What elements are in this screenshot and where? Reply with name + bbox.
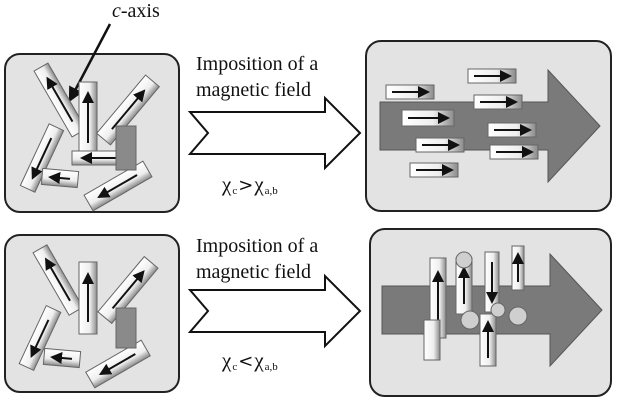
random-crystals-top: [19, 62, 161, 212]
field-arrow-bottom: [187, 273, 362, 349]
top-operator: >: [238, 175, 254, 196]
aligned-crystals-top: [385, 68, 539, 178]
top-sub-left: c: [232, 185, 238, 197]
top-chi-right: χ: [254, 172, 264, 196]
random-crystals-bottom: [18, 244, 159, 389]
c-axis-pointer: [68, 23, 112, 103]
c-axis-label: c-axis: [112, 0, 160, 22]
top-sub-right: a,b: [264, 185, 278, 197]
bottom-caption-line1: Imposition of a: [196, 235, 319, 257]
top-caption-line2: magnetic field: [196, 79, 311, 101]
top-condition: χc>χa,b: [222, 172, 278, 203]
bottom-chi-left: χ: [222, 348, 232, 372]
top-chi-left: χ: [222, 172, 232, 196]
field-arrow-top: [187, 95, 362, 171]
bottom-caption-line2: magnetic field: [196, 261, 311, 283]
perpendicular-crystals-bottom: [423, 245, 528, 367]
top-caption-line1: Imposition of a: [196, 53, 319, 75]
bottom-chi-right: χ: [254, 348, 264, 372]
bottom-sub-left: c: [232, 361, 238, 373]
c-axis-label-prefix: c: [112, 0, 121, 22]
c-axis-label-suffix: -axis: [120, 0, 160, 22]
bottom-operator: <: [238, 351, 254, 372]
bottom-sub-right: a,b: [264, 361, 278, 373]
bottom-condition: χc<χa,b: [222, 348, 278, 379]
